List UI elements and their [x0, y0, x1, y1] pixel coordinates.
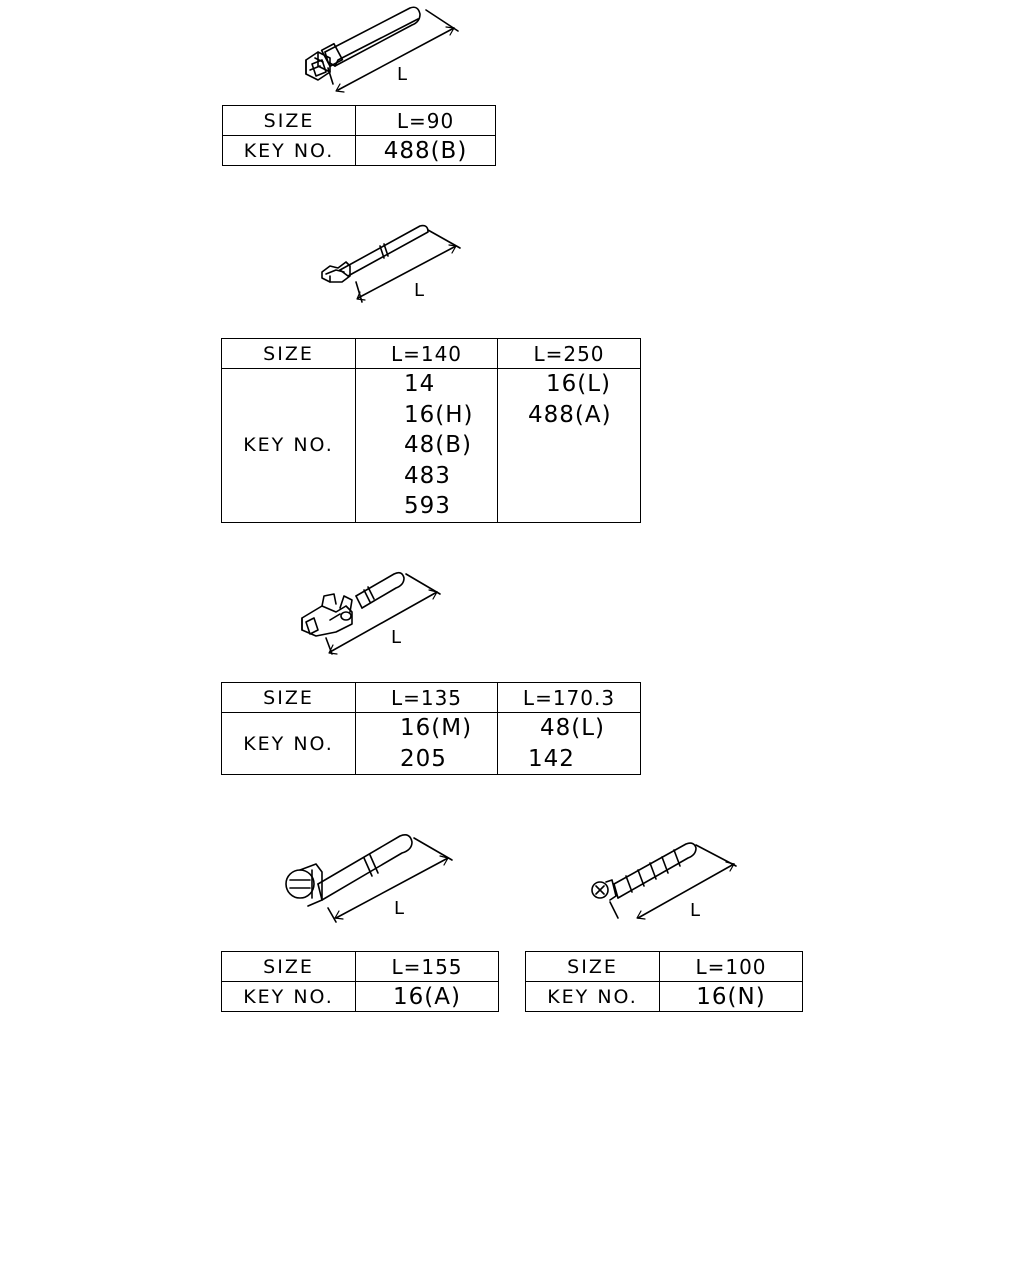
table-2: SIZE L=140 L=250 KEY NO. 14 16(H) 48(B) …: [221, 338, 641, 523]
size-value-cell: L=155: [355, 951, 499, 982]
key-value: 16(M): [400, 715, 473, 741]
table-row: KEY NO. 16(M) 205 48(L) 142: [221, 712, 641, 775]
table-row: SIZE L=100: [525, 951, 803, 982]
size-value-cell: L=170.3: [497, 682, 641, 713]
size-value-cell: L=140: [355, 338, 498, 369]
key-value: 593: [404, 493, 451, 519]
size-header-cell: SIZE: [221, 338, 356, 369]
size-value-cell: L=250: [497, 338, 641, 369]
key-header-cell: KEY NO.: [221, 712, 356, 775]
key-value: 488(A): [528, 401, 612, 428]
clip-2-length-symbol: L: [414, 280, 424, 301]
key-values-cell: 16(M) 205: [355, 712, 498, 775]
table-row: KEY NO. 14 16(H) 48(B) 483 593 16(L) 488…: [221, 368, 641, 523]
table-row: SIZE L=155: [221, 951, 499, 982]
clip-1-drawing: L: [305, 6, 459, 93]
clip-5-length-symbol: L: [690, 900, 700, 921]
size-header-cell: SIZE: [221, 682, 356, 713]
key-values-cell: 14 16(H) 48(B) 483 593: [355, 368, 498, 523]
size-header-cell: SIZE: [222, 105, 356, 136]
table-row: SIZE L=135 L=170.3: [221, 682, 641, 713]
key-value: 48(B): [404, 432, 472, 458]
clip-3-length-symbol: L: [391, 627, 401, 648]
clip-5-drawing: L: [591, 842, 737, 921]
key-value: 142: [528, 745, 575, 772]
key-value-cell: 488(B): [355, 135, 496, 166]
key-value: 16(H): [404, 401, 474, 428]
table-row: SIZE L=90: [222, 105, 496, 136]
table-4: SIZE L=155 KEY NO. 16(A): [221, 951, 499, 1012]
table-row: SIZE L=140 L=250: [221, 338, 641, 369]
clip-4-drawing: L: [285, 834, 453, 923]
size-value-cell: L=90: [355, 105, 496, 136]
key-value-cell: 16(A): [355, 981, 499, 1012]
table-row: KEY NO. 16(N): [525, 981, 803, 1012]
key-header-cell: KEY NO.: [221, 368, 356, 523]
key-header-cell: KEY NO.: [221, 981, 356, 1012]
table-5: SIZE L=100 KEY NO. 16(N): [525, 951, 803, 1012]
table-3: SIZE L=135 L=170.3 KEY NO. 16(M) 205 48(…: [221, 682, 641, 775]
table-row: KEY NO. 488(B): [222, 135, 496, 166]
table-1: SIZE L=90 KEY NO. 488(B): [222, 105, 496, 166]
clip-4-length-symbol: L: [394, 898, 404, 919]
key-value: 205: [400, 745, 447, 772]
key-value: 14: [404, 371, 436, 397]
key-header-cell: KEY NO.: [222, 135, 356, 166]
clip-1-length-symbol: L: [397, 64, 407, 85]
size-header-cell: SIZE: [525, 951, 660, 982]
key-value: 48(L): [540, 715, 606, 741]
size-header-cell: SIZE: [221, 951, 356, 982]
clip-3-drawing: L: [301, 571, 441, 655]
size-value-cell: L=100: [659, 951, 803, 982]
key-value-cell: 16(N): [659, 981, 803, 1012]
clip-2-drawing: L: [321, 224, 461, 303]
key-header-cell: KEY NO.: [525, 981, 660, 1012]
key-values-cell: 48(L) 142: [497, 712, 641, 775]
table-row: KEY NO. 16(A): [221, 981, 499, 1012]
key-value: 16(L): [546, 371, 612, 397]
key-values-cell: 16(L) 488(A): [497, 368, 641, 523]
key-value: 483: [404, 462, 451, 489]
size-value-cell: L=135: [355, 682, 498, 713]
